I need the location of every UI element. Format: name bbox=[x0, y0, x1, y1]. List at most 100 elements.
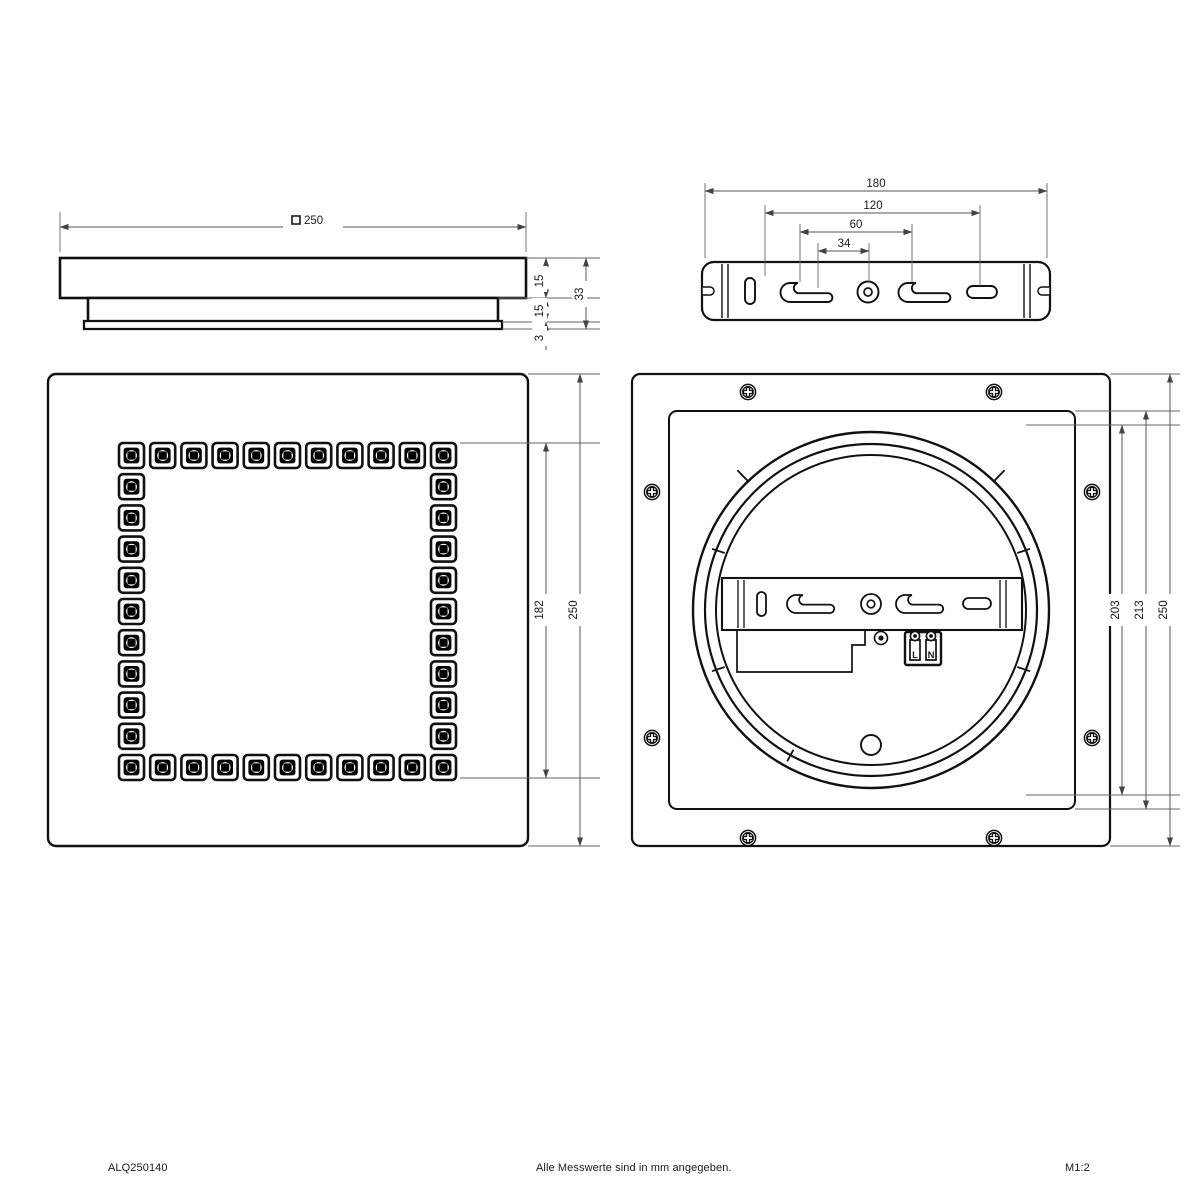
bracket-notch-right bbox=[1037, 286, 1051, 296]
dim-bracket-120-label: 120 bbox=[863, 200, 882, 212]
led-module bbox=[429, 597, 458, 626]
led-module bbox=[429, 722, 458, 751]
dim-side-width-label: 250 bbox=[304, 215, 323, 227]
drawing-footer: ALQ250140 Alle Messwerte sind in mm ange… bbox=[0, 1158, 1200, 1178]
led-module bbox=[180, 753, 208, 782]
led-module bbox=[117, 441, 146, 470]
dim-side-33-label: 33 bbox=[574, 288, 586, 301]
rear-bracket-keyhole-left bbox=[786, 594, 836, 614]
led-module bbox=[117, 628, 146, 657]
mounting-screw-icon bbox=[985, 383, 1003, 401]
led-module bbox=[336, 441, 364, 470]
led-module bbox=[304, 753, 333, 782]
mounting-screw-icon bbox=[1083, 729, 1101, 747]
led-module bbox=[304, 441, 333, 470]
dimension-bracket-34: 34 bbox=[817, 236, 870, 288]
ring-tab-breaks bbox=[711, 469, 1031, 762]
led-module bbox=[211, 441, 239, 470]
led-module bbox=[117, 597, 146, 626]
terminal-label-neutral: N bbox=[928, 650, 935, 661]
side-housing-upper bbox=[58, 256, 528, 300]
dimension-rear-250: 250 bbox=[1156, 373, 1174, 847]
led-module bbox=[398, 753, 427, 782]
rear-bracket-keyhole-right bbox=[895, 594, 945, 614]
led-module bbox=[148, 753, 177, 782]
footer-product-code: ALQ250140 bbox=[108, 1162, 168, 1174]
rear-plate-view: L N 203 213 250 bbox=[630, 372, 1180, 848]
terminal-block: L N bbox=[903, 630, 943, 667]
dim-led-182-label: 182 bbox=[534, 600, 546, 619]
dimension-led-250: 250 bbox=[566, 373, 584, 847]
dimension-rear-213: 213 bbox=[1132, 410, 1150, 810]
led-module bbox=[429, 504, 458, 532]
led-module bbox=[242, 441, 271, 470]
led-module bbox=[429, 441, 458, 470]
dim-bracket-180-label: 180 bbox=[866, 178, 885, 190]
led-module bbox=[180, 441, 208, 470]
led-module bbox=[429, 660, 458, 688]
bracket-keyhole-right bbox=[897, 282, 952, 303]
bracket-oval-slot bbox=[966, 285, 998, 299]
led-module bbox=[398, 441, 427, 470]
mounting-screw-icon bbox=[1083, 483, 1101, 501]
mounting-screw-icon bbox=[643, 729, 661, 747]
dim-led-250-label: 250 bbox=[568, 600, 580, 619]
dimension-led-182: 182 bbox=[532, 442, 550, 779]
mounting-screw-icon bbox=[739, 383, 757, 401]
dim-side-3-label: 3 bbox=[534, 335, 546, 341]
side-elevation-view: 250 15 15 33 3 bbox=[58, 212, 600, 350]
dimension-bracket-60: 60 bbox=[799, 217, 913, 282]
led-module bbox=[117, 504, 146, 532]
driver-housing-outline bbox=[736, 630, 866, 673]
led-module bbox=[117, 566, 146, 595]
led-module bbox=[429, 691, 458, 719]
led-module bbox=[429, 753, 458, 782]
footer-scale: M1:2 bbox=[1065, 1162, 1090, 1174]
led-module bbox=[117, 722, 146, 751]
footer-units-note: Alle Messwerte sind in mm angegeben. bbox=[536, 1162, 732, 1174]
panel-outline bbox=[46, 372, 530, 848]
mounting-bracket-view: 180 120 60 34 bbox=[700, 176, 1052, 322]
dim-side-15a-label: 15 bbox=[534, 275, 546, 288]
rear-bracket-center-hole bbox=[860, 593, 882, 615]
led-module bbox=[117, 535, 146, 563]
dimension-side-width: 250 bbox=[59, 212, 527, 252]
led-module bbox=[211, 753, 239, 782]
bracket-center-hole bbox=[856, 280, 880, 304]
dim-rear-203-label: 203 bbox=[1110, 600, 1122, 619]
led-module bbox=[117, 660, 146, 688]
plate-bottom-hole bbox=[860, 734, 882, 756]
led-module bbox=[273, 441, 302, 470]
mounting-screw-icon bbox=[985, 829, 1003, 847]
rear-bracket-oval-slot bbox=[962, 597, 992, 610]
mounting-screw-icon bbox=[739, 829, 757, 847]
led-module bbox=[367, 441, 395, 470]
led-module bbox=[273, 753, 302, 782]
dim-rear-250-label: 250 bbox=[1158, 600, 1170, 619]
bracket-slot-vertical bbox=[744, 277, 756, 305]
bracket-keyhole-left bbox=[779, 282, 834, 303]
square-symbol-icon bbox=[291, 215, 301, 225]
led-module bbox=[117, 691, 146, 719]
rear-bracket-slot-vertical bbox=[756, 591, 767, 617]
dimension-rear-203: 203 bbox=[1108, 424, 1126, 796]
led-plan-view: 182 250 bbox=[46, 372, 600, 848]
led-module bbox=[429, 535, 458, 563]
led-module bbox=[117, 753, 146, 782]
led-module bbox=[336, 753, 364, 782]
dim-bracket-34-label: 34 bbox=[838, 238, 851, 250]
side-housing-lower bbox=[86, 296, 500, 324]
terminal-fix-screw bbox=[873, 630, 889, 646]
dim-side-15b-label: 15 bbox=[534, 305, 546, 318]
dim-rear-213-label: 213 bbox=[1134, 600, 1146, 619]
led-module bbox=[242, 753, 271, 782]
mounting-screw-icon bbox=[643, 483, 661, 501]
dim-bracket-60-label: 60 bbox=[850, 219, 863, 231]
terminal-label-live: L bbox=[912, 650, 918, 661]
led-module bbox=[117, 472, 146, 501]
dimension-bracket-120: 120 bbox=[764, 198, 981, 286]
led-module bbox=[367, 753, 395, 782]
side-diffuser-lens bbox=[82, 319, 504, 331]
led-module bbox=[148, 441, 177, 470]
